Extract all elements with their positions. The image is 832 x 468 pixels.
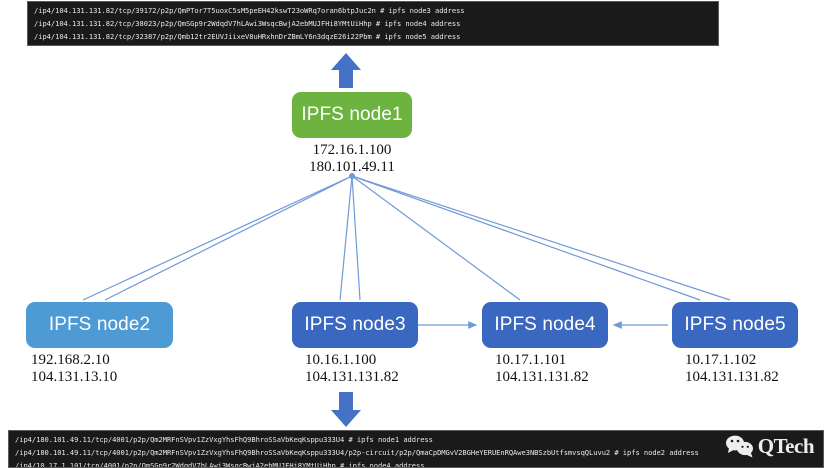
up-arrow-icon xyxy=(331,53,361,88)
node-box-node2[interactable]: IPFS node2 xyxy=(26,302,173,348)
link-node1-node2 xyxy=(82,175,353,301)
terminal-bottom-line-1: /ip4/180.101.49.11/tcp/4001/p2p/Qm2MRFnS… xyxy=(15,435,433,444)
node5-ip-list: 10.17.1.102 104.131.131.82 xyxy=(685,352,832,386)
node3-label: IPFS node3 xyxy=(304,314,406,335)
terminal-bottom-line-2: /ip4/180.101.49.11/tcp/4001/p2p/Qm2MRFnS… xyxy=(15,448,699,457)
node5-label: IPFS node5 xyxy=(684,314,786,335)
link-node1-node5 xyxy=(351,175,701,301)
terminal-top-line-1: /ip4/104.131.131.82/tcp/39172/p2p/QmPTor… xyxy=(34,6,465,15)
node1-ip-2: 180.101.49.11 xyxy=(309,159,395,175)
node5-ip-2: 104.131.131.82 xyxy=(685,369,779,385)
wechat-icon xyxy=(725,435,753,458)
terminal-top: /ip4/104.131.131.82/tcp/39172/p2p/QmPTor… xyxy=(27,1,719,46)
node4-ip-2: 104.131.131.82 xyxy=(495,369,589,385)
node3-ip-list: 10.16.1.100 104.131.131.82 xyxy=(305,352,475,386)
node-box-node5[interactable]: IPFS node5 xyxy=(672,302,798,348)
node3-ip-1: 10.16.1.100 xyxy=(305,352,377,368)
terminal-top-line-3: /ip4/104.131.131.82/tcp/32387/p2p/Qmb12t… xyxy=(34,32,461,41)
node2-label: IPFS node2 xyxy=(48,314,151,335)
node1-ip-1: 172.16.1.100 xyxy=(312,142,392,158)
node4-ip-list: 10.17.1.101 104.131.131.82 xyxy=(495,352,665,386)
node4-label: IPFS node4 xyxy=(494,314,596,335)
terminal-top-line-2: /ip4/104.131.131.82/tcp/38023/p2p/QmSGp9… xyxy=(34,19,461,28)
node2-ip-1: 192.168.2.10 xyxy=(31,352,110,368)
node-box-node1[interactable]: IPFS node1 xyxy=(292,92,412,138)
node2-ip-list: 192.168.2.10 104.131.13.10 xyxy=(31,352,201,386)
link-node1-node5b xyxy=(351,175,731,301)
watermark: QTech xyxy=(725,434,815,459)
node4-ip-1: 10.17.1.101 xyxy=(495,352,567,368)
watermark-text: QTech xyxy=(757,434,815,458)
link-node1-node4 xyxy=(351,175,521,301)
terminal-bottom-line-3: /ip4/10.17.1.101/tcp/4001/p2p/QmSGp9r2Wd… xyxy=(15,461,425,468)
node-box-node3[interactable]: IPFS node3 xyxy=(292,302,418,348)
node1-label: IPFS node1 xyxy=(301,104,403,125)
node5-ip-1: 10.17.1.102 xyxy=(685,352,757,368)
down-arrow-icon xyxy=(331,392,361,427)
node3-ip-2: 104.131.131.82 xyxy=(305,369,399,385)
link-node1-node2b xyxy=(104,175,353,301)
hub-dot xyxy=(349,173,355,179)
node1-ip-list: 172.16.1.100 180.101.49.11 xyxy=(272,142,432,176)
link-node1-node3b xyxy=(351,175,361,301)
terminal-bottom: /ip4/180.101.49.11/tcp/4001/p2p/Qm2MRFnS… xyxy=(8,430,824,468)
node2-ip-2: 104.131.13.10 xyxy=(31,369,118,385)
node-box-node4[interactable]: IPFS node4 xyxy=(482,302,608,348)
link-node1-node3 xyxy=(339,175,353,301)
